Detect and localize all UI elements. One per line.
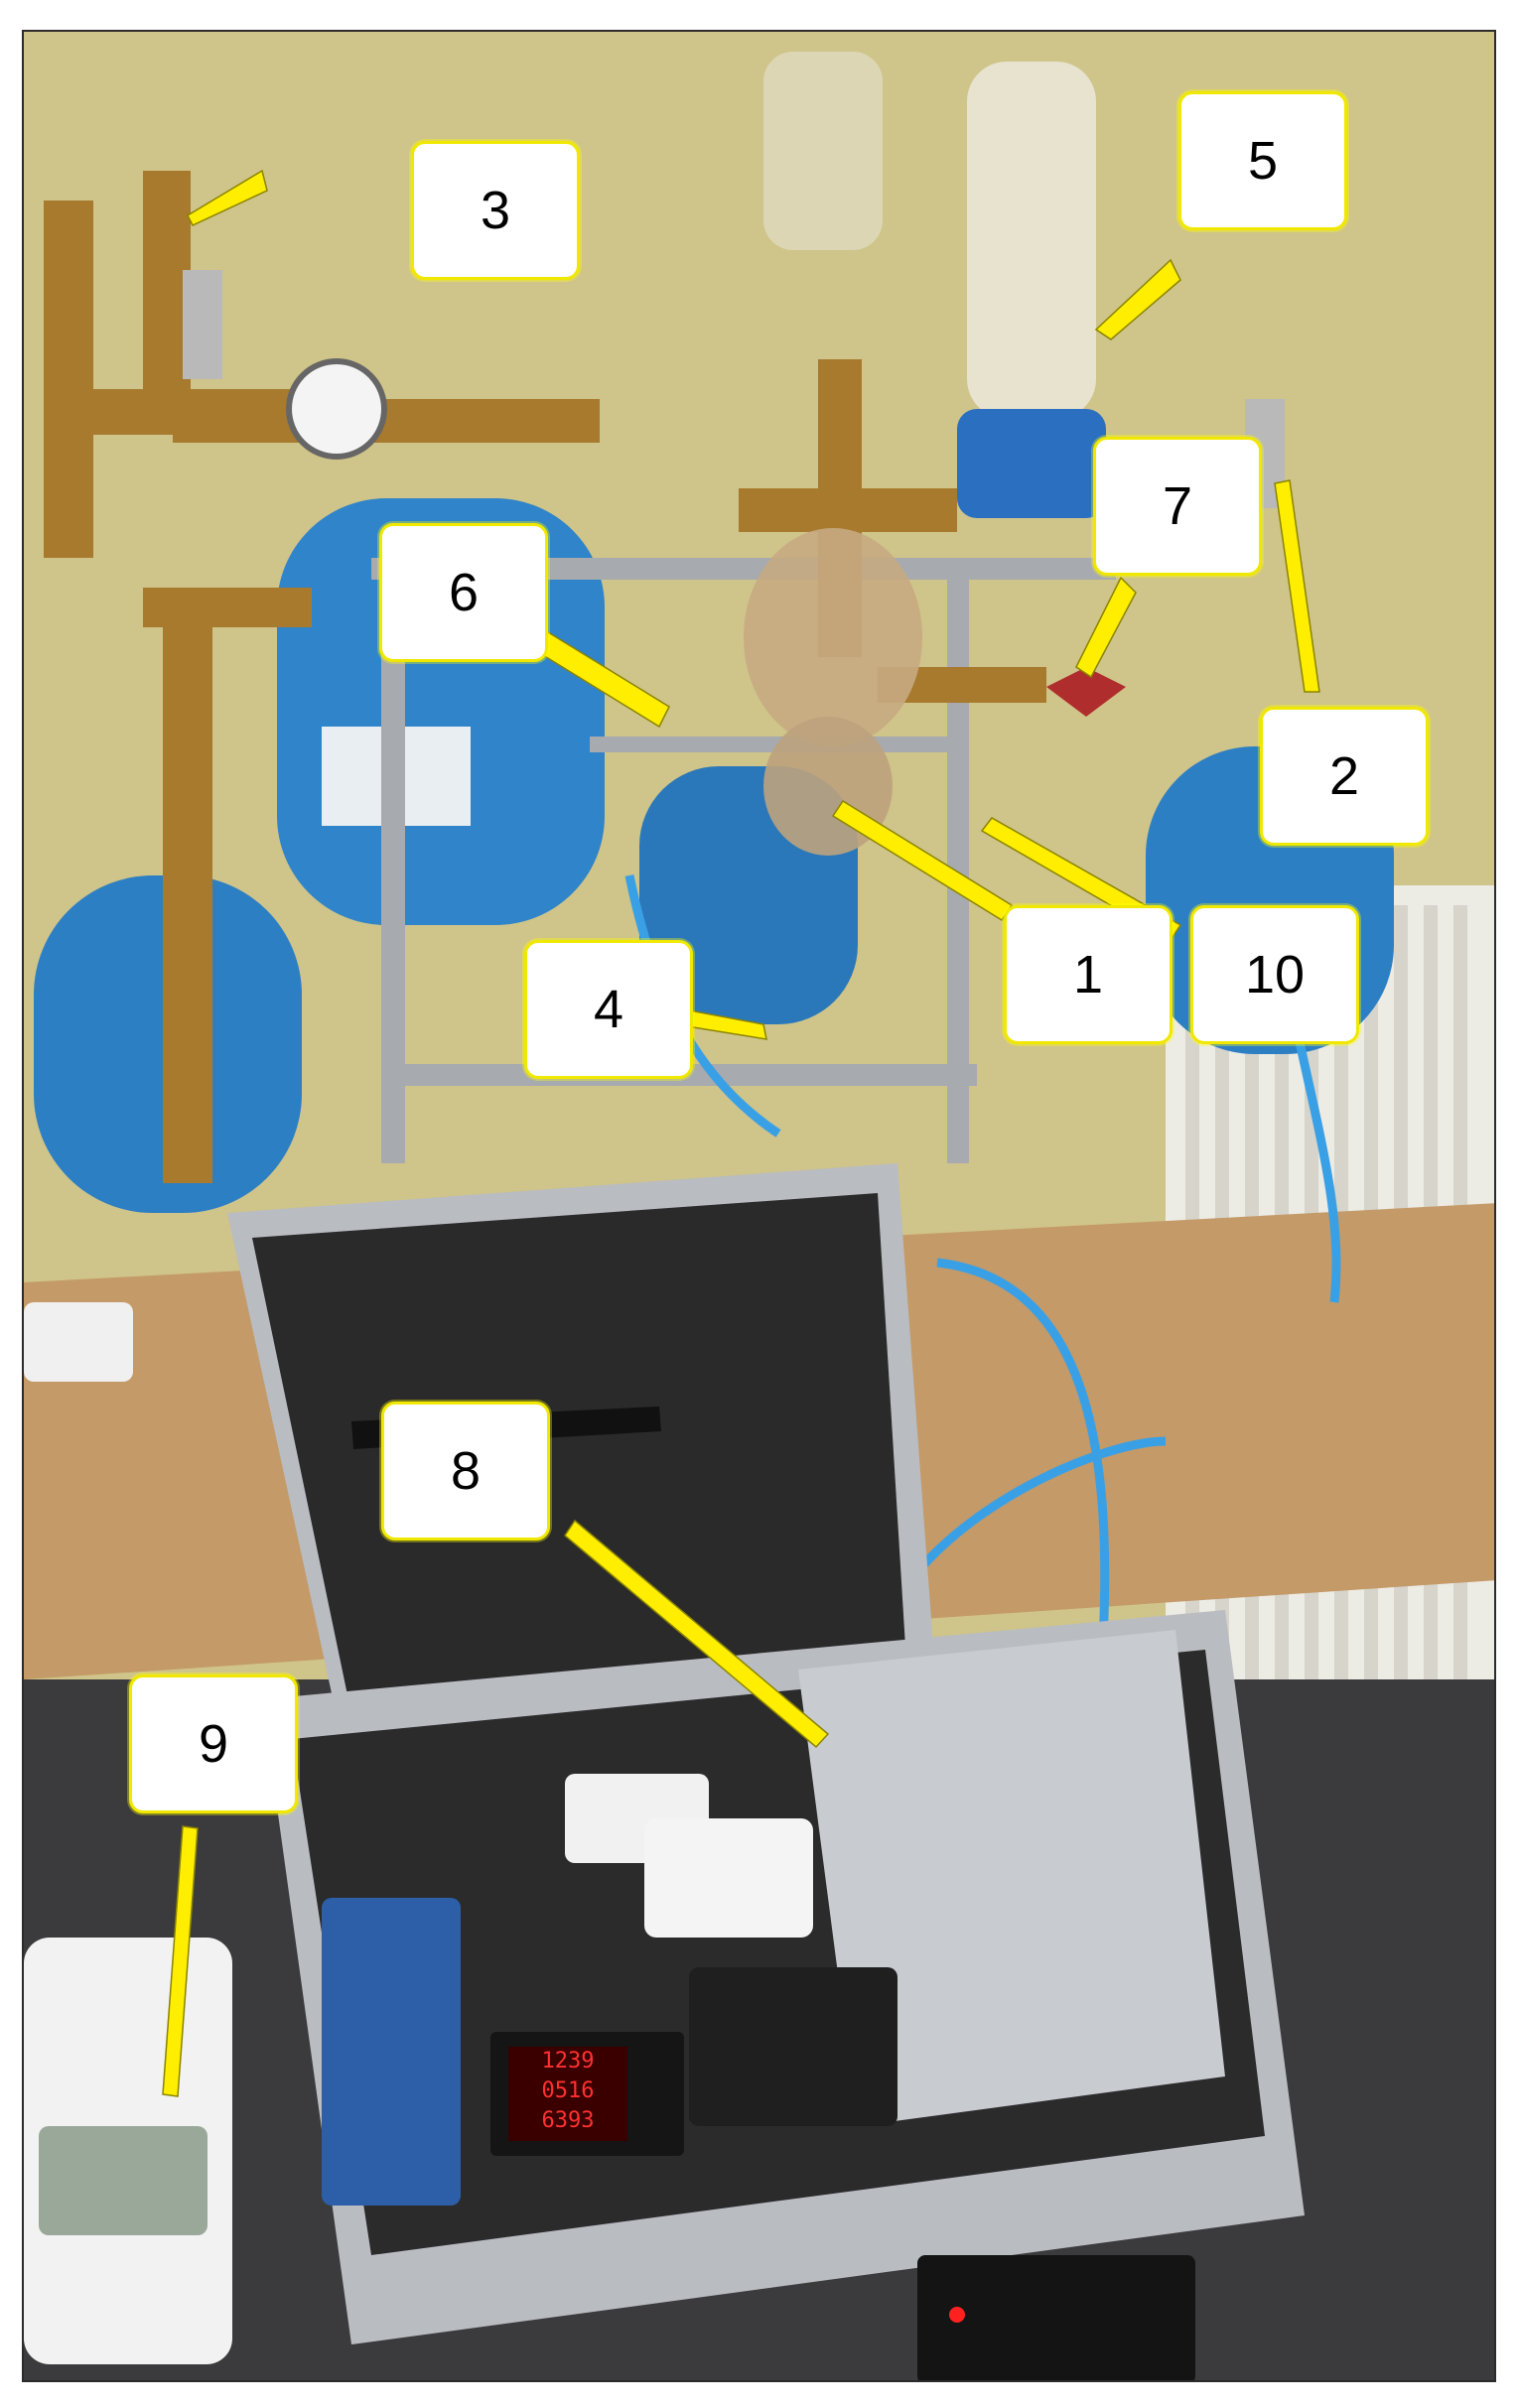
battery-pack (322, 1898, 461, 2206)
power-led (949, 2307, 965, 2323)
meter-line-3: 6393 (541, 2108, 595, 2133)
power-strip (24, 1302, 133, 1382)
case-foam (252, 1193, 907, 1714)
meter-line-1: 1239 (541, 2049, 595, 2074)
callout-6: 6 (379, 523, 548, 662)
callout-9: 9 (129, 1674, 298, 1813)
meter-line-2: 0516 (541, 2078, 595, 2103)
pressure-gauge (286, 358, 387, 460)
callout-2: 2 (1260, 707, 1429, 846)
energy-meter (24, 1938, 232, 2364)
callout-1: 1 (1004, 905, 1173, 1044)
red-valve (1046, 667, 1126, 717)
linear-actuator (798, 1630, 1225, 2126)
brass-pipes (44, 171, 1046, 1183)
module-white-2 (644, 1818, 813, 1938)
separator (744, 528, 922, 746)
power-supply (917, 2255, 1195, 2380)
callout-7: 7 (1093, 437, 1262, 576)
separator-lower (763, 717, 893, 856)
filters (763, 52, 1106, 518)
callout-5: 5 (1178, 91, 1347, 230)
voltage-current-meter (490, 2032, 684, 2156)
meter-readout: 1239 0516 6393 (508, 2047, 627, 2141)
callout-4: 4 (524, 940, 693, 1079)
callout-10: 10 (1190, 905, 1359, 1044)
pressure-sensor-left (183, 270, 222, 379)
callout-3: 3 (411, 141, 580, 280)
photo: 1239 0516 6393 3 5 6 7 2 4 1 10 8 9 (22, 30, 1496, 2382)
stepper-motor (689, 1967, 897, 2126)
test-rig-illustration (24, 32, 1494, 2380)
callout-8: 8 (381, 1402, 550, 1540)
